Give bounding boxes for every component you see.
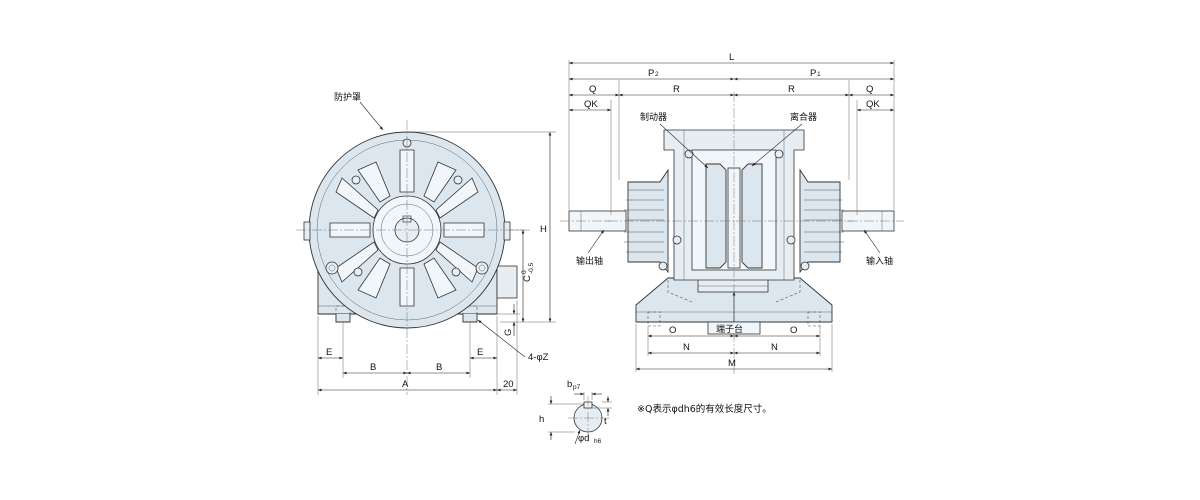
dim-Q-right: Q [866,84,873,95]
dim-E-right: E [477,347,483,358]
label-terminal: 端子台 [716,323,743,335]
dim-C-sup: 0 [521,270,528,274]
dim-QK-right: QK [866,99,880,110]
label-output-shaft: 输出轴 [576,255,603,267]
dim-A: A [402,379,409,390]
dim-P1-sub: 1 [817,71,821,78]
dim-t: t [604,416,607,427]
side-view: L P 2 P 1 Q R R Q QK QK 制动器 离合器 输出轴 输入轴 [560,52,904,375]
dim-H: H [540,224,547,235]
dim-bp7: b [567,379,572,390]
dim-N-right: N [771,342,778,353]
dim-N-left: N [683,342,690,353]
dim-P2-sub: 2 [655,71,659,78]
dim-Q-left: Q [589,84,596,95]
dim-R-left: R [673,84,680,95]
dim-B-right: B [436,362,442,373]
dim-Z: 4-φZ [528,352,549,363]
dim-M: M [728,358,736,369]
shaft-key-detail: b p7 h t φd h6 [539,379,612,445]
front-view: 防护罩 H C 0 -0.5 G E E B [296,91,556,395]
dim-G: G [503,329,514,336]
label-input-shaft: 输入轴 [866,255,893,267]
terminal-box-side [496,265,518,299]
dim-O-right: O [790,325,797,336]
dim-R-right: R [788,84,795,95]
dim-h: h [539,414,544,425]
label-guard: 防护罩 [334,91,361,103]
dim-QK-left: QK [584,99,598,110]
dim-dh6-sub: h6 [594,438,602,445]
dim-20: 20 [503,379,514,390]
note-text: ※Q表示φdh6的有效长度尺寸。 [637,403,772,415]
label-brake: 制动器 [640,111,667,123]
dim-B-left: B [370,362,376,373]
guard-bolts [325,138,489,277]
dim-bp7-sub: p7 [573,384,581,391]
dim-E-left: E [326,347,332,358]
dim-C: C [522,275,533,282]
dim-dh6: φd [578,433,589,444]
dim-P1: P [810,68,816,79]
dim-P2: P [648,68,654,79]
dim-L: L [729,52,734,63]
dim-O-left: O [669,325,676,336]
dim-C-sub: -0.5 [528,262,535,274]
label-clutch: 离合器 [790,111,817,123]
